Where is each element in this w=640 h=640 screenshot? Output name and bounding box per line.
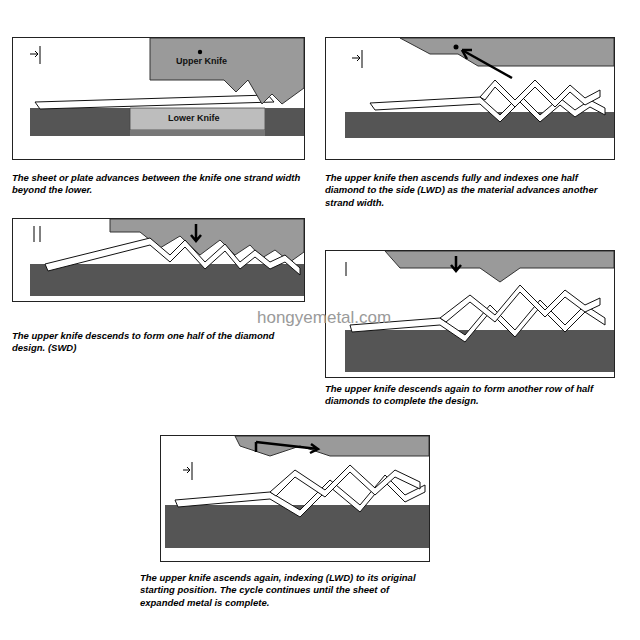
feed-indicator xyxy=(30,46,40,64)
step-caption: The upper knife descends again to form a… xyxy=(325,383,613,408)
part-name: Upper Knife xyxy=(176,57,227,67)
pivot-dot xyxy=(198,50,202,54)
expanded-strand xyxy=(370,95,605,122)
pivot-dot xyxy=(454,45,459,50)
metal-sheet xyxy=(35,95,274,109)
lower-knife-body xyxy=(265,108,304,136)
upper-knife xyxy=(385,251,614,282)
step-caption: The upper knife ascends again, indexing … xyxy=(140,572,432,609)
upper-knife xyxy=(235,436,429,456)
feed-indicator xyxy=(183,462,192,480)
step-caption: The upper knife then ascends fully and i… xyxy=(325,172,613,209)
motion-arrow xyxy=(256,442,318,453)
lower-knife-face xyxy=(130,130,265,136)
lower-knife xyxy=(130,108,265,130)
upper-knife xyxy=(150,38,304,104)
step-caption: The sheet or plate advances between the … xyxy=(12,172,302,197)
feed-indicator xyxy=(346,262,347,276)
step-panel: The upper knife then ascends fully and i… xyxy=(325,37,615,160)
lower-knife-body xyxy=(30,264,304,296)
step-panel: The upper knife descends to form one hal… xyxy=(12,218,305,302)
motion-arrowhead xyxy=(462,50,472,59)
expanded-strand xyxy=(480,80,600,107)
lower-knife-body xyxy=(345,330,614,372)
step-panel: The upper knife ascends again, indexing … xyxy=(160,435,430,562)
metal-sheet xyxy=(45,238,300,275)
motion-arrow xyxy=(451,256,461,271)
part-name: Lower Knife xyxy=(168,114,220,124)
expanded-strand xyxy=(440,285,600,322)
feed-indicator xyxy=(34,226,40,242)
feed-indicator xyxy=(352,50,362,68)
step-panel: The sheet or plate advances between the … xyxy=(12,37,305,160)
expanded-strand xyxy=(270,465,420,497)
motion-arrow xyxy=(462,50,512,78)
upper-knife xyxy=(400,38,614,66)
motion-arrow xyxy=(191,224,201,241)
step-caption: The upper knife descends to form one hal… xyxy=(12,330,302,355)
lower-knife-body xyxy=(30,108,130,136)
watermark: hongyemetal.com xyxy=(257,309,391,328)
